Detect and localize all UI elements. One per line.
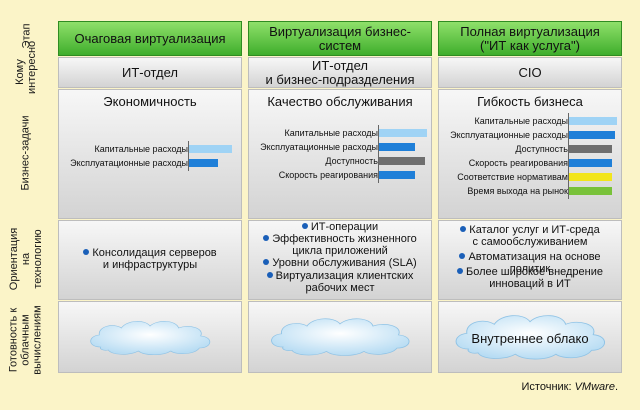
source-note: Источник: VMware. bbox=[522, 381, 618, 393]
cloud-icon bbox=[90, 321, 211, 356]
bar-fill bbox=[379, 129, 427, 137]
bar-row: Эксплуатационные расходы bbox=[439, 129, 621, 141]
bar-fill bbox=[379, 171, 415, 179]
tech-item-text: Уровни обслуживания (SLA) bbox=[263, 257, 417, 269]
bar-row: Эксплуатационные расходы bbox=[249, 141, 431, 153]
bar-fill bbox=[379, 143, 415, 151]
bar-row: Скорость реагирования bbox=[439, 157, 621, 169]
stage-header-0: Очаговая виртуализация bbox=[58, 21, 242, 56]
bullet-dot-icon bbox=[301, 223, 308, 229]
side-label-cloud: Готовность к облачным вычислениям bbox=[8, 305, 45, 375]
cloud-cell-0 bbox=[58, 301, 242, 373]
bullet-dot-icon bbox=[456, 268, 463, 274]
bar-fill bbox=[569, 131, 615, 139]
bar-fill bbox=[569, 159, 612, 167]
bullet-dot-icon bbox=[460, 226, 467, 232]
bar-axis bbox=[378, 125, 379, 183]
bar-label: Эксплуатационные расходы bbox=[70, 158, 188, 168]
bar-row: Капитальные расходы bbox=[439, 115, 621, 127]
business-title: Экономичность bbox=[103, 94, 197, 109]
bar-label: Доступность bbox=[515, 144, 568, 154]
cloud-cell-1 bbox=[248, 301, 432, 373]
side-label-business: Бизнес-задачи bbox=[20, 115, 32, 191]
source-prefix: Источник: bbox=[521, 381, 575, 393]
bullet-dot-icon bbox=[266, 272, 273, 278]
bullet-dot-icon bbox=[83, 249, 90, 255]
side-label-tech: Ориентация на технологию bbox=[8, 227, 45, 291]
bar-axis bbox=[188, 141, 189, 171]
bullet-dot-icon bbox=[459, 253, 466, 259]
bar-label: Доступность bbox=[325, 156, 378, 166]
bar-fill bbox=[569, 173, 612, 181]
bar-fill bbox=[189, 159, 218, 167]
bar-label: Капитальные расходы bbox=[94, 144, 189, 154]
cloud-cell-2: Внутреннее облако bbox=[438, 301, 622, 373]
bar-label: Время выхода на рынок bbox=[467, 186, 568, 196]
tech-item: ИТ-операции bbox=[249, 221, 431, 233]
business-title: Качество обслуживания bbox=[267, 94, 413, 109]
bar-row: Доступность bbox=[439, 143, 621, 155]
source-suffix: . bbox=[614, 381, 618, 393]
bar-axis bbox=[568, 113, 569, 199]
bar-row: Доступность bbox=[249, 155, 431, 167]
tech-item-text: Автоматизация на основе политик bbox=[459, 251, 601, 275]
business-title: Гибкость бизнеса bbox=[477, 94, 583, 109]
bullet-dot-icon bbox=[263, 235, 270, 241]
bar-row: Скорость реагирования bbox=[249, 169, 431, 181]
bar-label: Эксплуатационные расходы bbox=[260, 142, 378, 152]
cloud-label: Внутреннее облако bbox=[471, 331, 589, 346]
tech-item: Автоматизация на основе политик bbox=[439, 251, 621, 275]
bar-fill bbox=[569, 117, 617, 125]
stage-header-2: Полная виртуализация("ИТ как услуга") bbox=[438, 21, 622, 56]
bar-fill bbox=[569, 145, 612, 153]
stage-header-1: Виртуализация бизнес-систем bbox=[248, 21, 432, 56]
bar-label: Соответствие нормативам bbox=[457, 172, 568, 182]
cloud-icon bbox=[455, 315, 606, 360]
cloud-icon bbox=[271, 318, 410, 356]
tech-item: Уровни обслуживания (SLA) bbox=[249, 257, 431, 269]
bar-fill bbox=[189, 145, 232, 153]
bar-label: Скорость реагирования bbox=[278, 170, 378, 180]
source-name: VMware bbox=[574, 381, 615, 393]
audience-cell-0: ИТ-отдел bbox=[58, 57, 242, 88]
bar-row: Капитальные расходы bbox=[59, 143, 241, 155]
bar-fill bbox=[569, 187, 612, 195]
bullet-dot-icon bbox=[263, 259, 270, 265]
bar-row: Время выхода на рынок bbox=[439, 185, 621, 197]
audience-cell-2: CIO bbox=[438, 57, 622, 88]
side-label-who: Кому интересно bbox=[14, 40, 38, 94]
tech-item-text: ИТ-операции bbox=[301, 221, 378, 233]
bar-label: Эксплуатационные расходы bbox=[450, 130, 568, 140]
bar-label: Капитальные расходы bbox=[284, 128, 379, 138]
bar-label: Капитальные расходы bbox=[474, 116, 569, 126]
bar-row: Капитальные расходы bbox=[249, 127, 431, 139]
bar-fill bbox=[379, 157, 425, 165]
bar-row: Соответствие нормативам bbox=[439, 171, 621, 183]
bar-row: Эксплуатационные расходы bbox=[59, 157, 241, 169]
bar-label: Скорость реагирования bbox=[468, 158, 568, 168]
